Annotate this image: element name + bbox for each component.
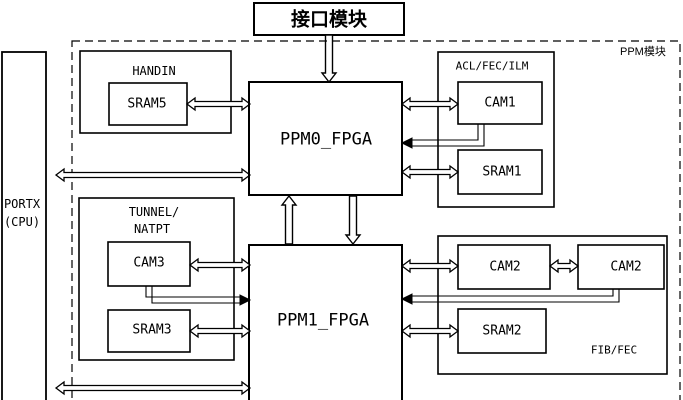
ppm0-fpga-label: PPM0_FPGA bbox=[279, 129, 373, 150]
ppm0-to-cam1-arrow bbox=[400, 96, 460, 112]
portx-box bbox=[1, 51, 47, 400]
cam2-right-box bbox=[577, 244, 665, 290]
ppm1-to-sram2-arrow bbox=[400, 323, 460, 339]
tunnel-group-box bbox=[78, 197, 235, 361]
cam3-return-arrow-head bbox=[239, 294, 252, 306]
ppm1-fpga-box bbox=[248, 244, 403, 400]
ppm0-to-ppm1-arrow bbox=[344, 195, 362, 246]
acl-group-box bbox=[437, 51, 555, 208]
sram2-label: SRAM2 bbox=[482, 323, 522, 339]
cam2-right-label: CAM2 bbox=[610, 259, 642, 275]
sram5-to-ppm0-arrow bbox=[185, 96, 252, 112]
sram5-label: SRAM5 bbox=[127, 96, 167, 112]
portx-label: PORTX bbox=[3, 197, 41, 211]
cam2-left-box bbox=[457, 244, 551, 290]
cam1-label: CAM1 bbox=[484, 95, 516, 111]
tunnel-label: TUNNEL/ bbox=[128, 205, 180, 219]
cam3-to-ppm1-arrow bbox=[188, 257, 252, 273]
cam1-box bbox=[457, 81, 543, 125]
portx-cpu-label: (CPU) bbox=[3, 215, 41, 229]
portx-to-ppm1-arrow bbox=[54, 380, 252, 396]
ppm1-fpga-label: PPM1_FPGA bbox=[276, 310, 370, 331]
handin-group-box bbox=[79, 50, 232, 134]
ppm-module-boundary bbox=[71, 40, 681, 400]
cam2-left-label: CAM2 bbox=[489, 259, 521, 275]
fib-group-box bbox=[437, 235, 668, 375]
sram3-label: SRAM3 bbox=[132, 322, 172, 338]
cam2-to-cam2-arrow bbox=[548, 258, 580, 274]
cam2-to-ppm1-line-a bbox=[412, 289, 614, 297]
sram1-label: SRAM1 bbox=[482, 164, 522, 180]
natpt-label: NATPT bbox=[133, 222, 171, 236]
ppm-module-label: PPM模块 bbox=[620, 46, 666, 58]
interface-to-ppm0-arrow bbox=[320, 34, 338, 84]
cam3-label: CAM3 bbox=[133, 255, 165, 271]
cam2-return-arrow-head bbox=[400, 293, 413, 305]
sram3-to-ppm1-arrow bbox=[188, 323, 252, 339]
interface-module-label: 接口模块 bbox=[290, 9, 368, 31]
cam3-to-ppm1-line-a bbox=[145, 286, 240, 298]
cam1-to-ppm0-line-b bbox=[412, 124, 485, 147]
cam3-to-ppm1-line-b bbox=[151, 286, 240, 304]
cam3-box bbox=[107, 241, 191, 287]
ppm1-to-cam2-arrow bbox=[400, 258, 460, 274]
acl-fec-ilm-label: ACL/FEC/ILM bbox=[455, 59, 529, 73]
handin-label: HANDIN bbox=[132, 64, 176, 78]
cam1-return-arrow-head bbox=[400, 137, 413, 149]
ppm1-to-ppm0-arrow bbox=[280, 194, 298, 245]
portx-to-ppm0-arrow bbox=[54, 167, 252, 183]
cam1-to-ppm0-line-a bbox=[412, 124, 479, 141]
ppm0-to-sram1-arrow bbox=[400, 164, 460, 180]
fib-fec-label: FIB/FEC bbox=[590, 343, 638, 357]
ppm0-fpga-box bbox=[248, 81, 403, 196]
cam2-to-ppm1-line-b bbox=[412, 289, 620, 303]
